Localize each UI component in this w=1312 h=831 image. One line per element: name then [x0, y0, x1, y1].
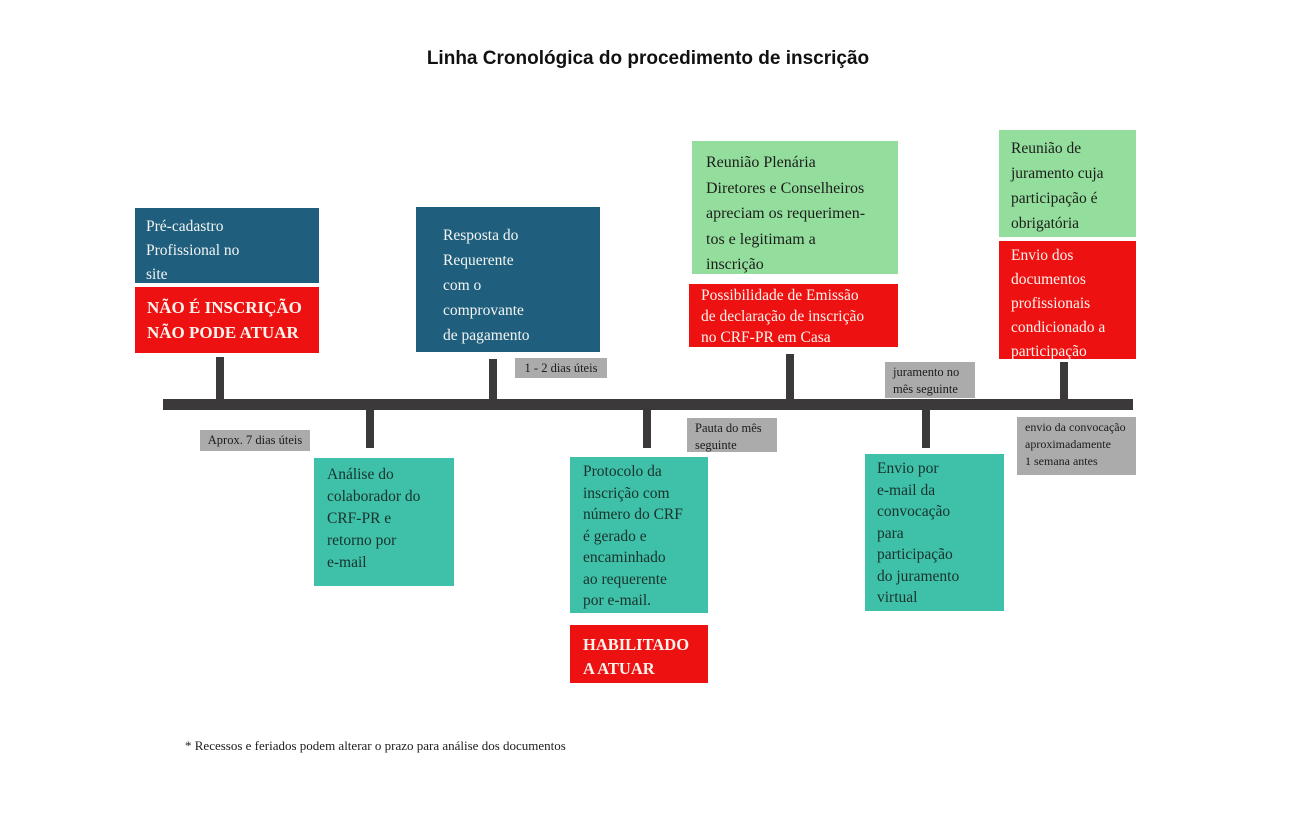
warning-box-nao-e-inscricao: NÃO É INSCRIÇÃO NÃO PODE ATUAR — [135, 287, 319, 353]
connector-up-possibilidade — [786, 354, 794, 399]
note-box-envio-documentos: Envio dos documentos profissionais condi… — [999, 241, 1136, 360]
stage-box-resposta-requerente: Resposta do Requerente com o comprovante… — [416, 207, 600, 352]
stage-box-analise-colaborador: Análise do colaborador do CRF-PR e retor… — [314, 458, 454, 586]
stage-box-pre-cadastro: Pré-cadastro Profissional no site — [135, 208, 319, 283]
duration-label-1-2-dias-uteis: 1 - 2 dias úteis — [515, 358, 607, 378]
stage-box-protocolo-inscricao: Protocolo da inscrição com número do CRF… — [570, 457, 708, 613]
timeline-bar — [163, 399, 1133, 410]
connector-up-envio-documentos — [1060, 362, 1068, 399]
stage-box-reuniao-plenaria: Reunião Plenária Diretores e Conselheiro… — [692, 141, 898, 274]
connector-down-analise — [366, 410, 374, 448]
footnote: * Recessos e feriados podem alterar o pr… — [185, 738, 566, 753]
connector-down-protocolo — [643, 410, 651, 448]
stage-box-envio-convocacao: Envio por e-mail da convocação para part… — [865, 454, 1004, 611]
connector-up-resposta — [489, 359, 497, 399]
status-box-habilitado-a-atuar: HABILITADO A ATUAR — [570, 625, 708, 683]
duration-label-pauta-do-mes: Pauta do mês seguinte — [687, 418, 777, 452]
stage-box-reuniao-juramento: Reunião de juramento cuja participação é… — [999, 130, 1136, 237]
duration-label-aprox-7-dias-uteis: Aprox. 7 dias úteis — [200, 430, 310, 451]
page-title: Linha Cronológica do procedimento de ins… — [426, 48, 870, 69]
duration-label-juramento-mes-seguinte: juramento no mês seguinte — [885, 362, 975, 398]
connector-down-envio-convocacao — [922, 410, 930, 448]
duration-label-envio-convocacao: envio da convocação aproximadamente 1 se… — [1017, 417, 1136, 475]
note-box-possibilidade-emissao: Possibilidade de Emissão de declaração d… — [689, 284, 898, 347]
connector-up-pre-cadastro — [216, 357, 224, 399]
